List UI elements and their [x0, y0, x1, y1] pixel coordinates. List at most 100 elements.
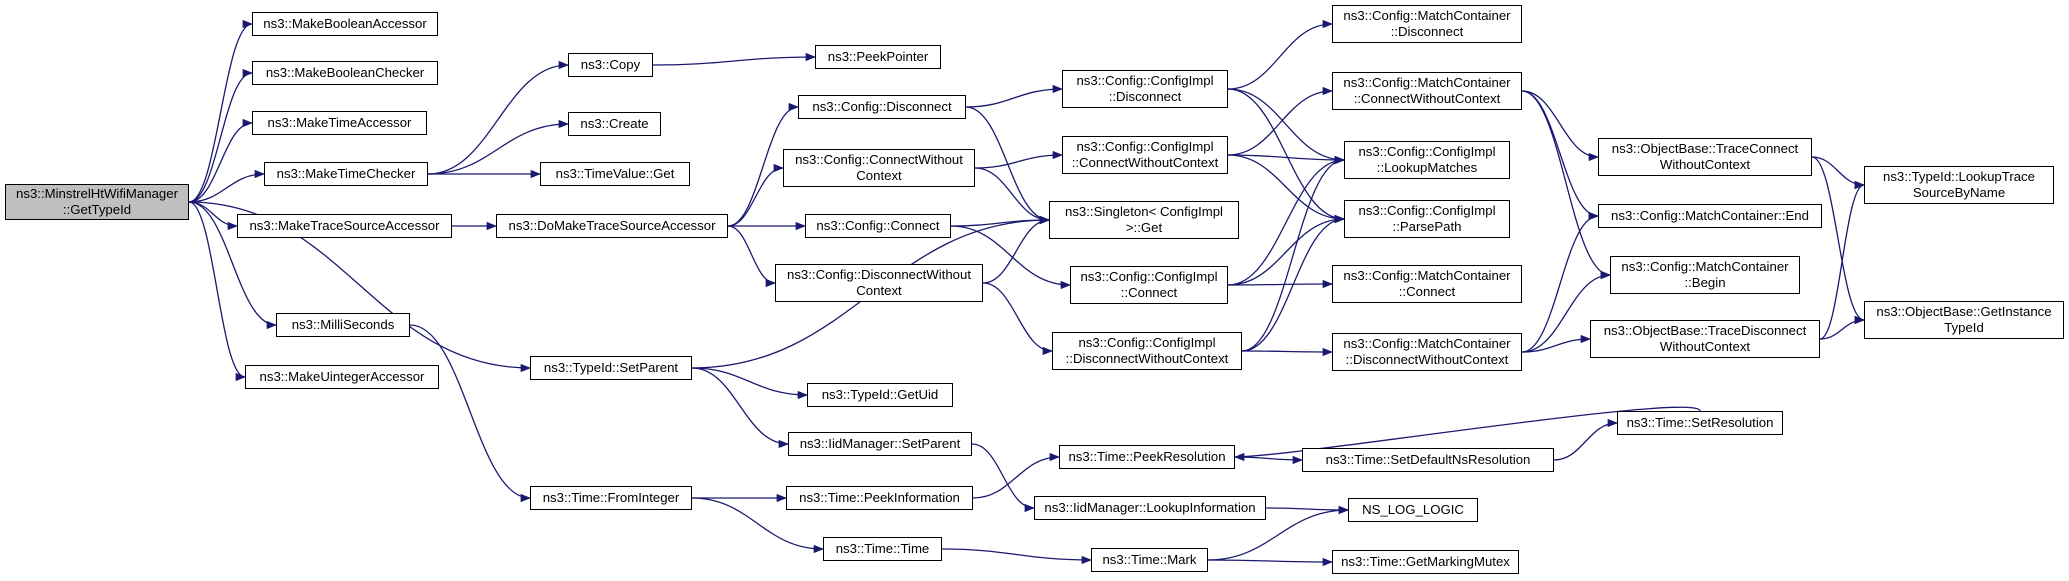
node-time-mark[interactable]: ns3::Time::Mark	[1091, 548, 1208, 572]
edge-n12-n18	[727, 225, 777, 288]
node-time-from-integer[interactable]: ns3::Time::FromInteger	[530, 486, 692, 510]
edge-n27-n36	[1241, 347, 1334, 357]
edge-n36-n42	[1521, 270, 1612, 353]
node-make-time-checker[interactable]: ns3::MakeTimeChecker	[264, 162, 428, 186]
node-match-container-end[interactable]: ns3::Config::MatchContainer::End	[1598, 204, 1822, 228]
edge-n8-n11	[652, 52, 817, 66]
edge-n15-n23	[965, 84, 1064, 108]
edge-n18-n27	[982, 282, 1054, 356]
node-match-container-connect-without-context[interactable]: ns3::Config::MatchContainer::ConnectWith…	[1332, 72, 1522, 110]
edge-n20-n29	[971, 443, 1036, 513]
node-type-id-get-uid[interactable]: ns3::TypeId::GetUid	[807, 383, 953, 407]
edge-n32-n40	[1521, 90, 1600, 162]
node-make-uinteger-accessor[interactable]: ns3::MakeUintegerAccessor	[245, 365, 439, 389]
edge-n0-n5	[188, 201, 239, 231]
node-time-value-get[interactable]: ns3::TimeValue::Get	[540, 162, 690, 186]
edge-n29-n38	[1265, 505, 1350, 515]
node-config-impl-parse-path[interactable]: ns3::Config::ConfigImpl::ParsePath	[1344, 200, 1510, 238]
node-make-boolean-checker[interactable]: ns3::MakeBooleanChecker	[252, 61, 438, 85]
node-match-container-disconnect-without-context[interactable]: ns3::Config::MatchContainer::DisconnectW…	[1332, 333, 1522, 371]
edge-n0-n4	[188, 169, 266, 203]
node-time-peek-information[interactable]: ns3::Time::PeekInformation	[786, 486, 973, 510]
node-match-container-begin[interactable]: ns3::Config::MatchContainer::Begin	[1610, 256, 1800, 294]
edge-n22-n30	[941, 548, 1093, 565]
node-make-trace-source-accessor[interactable]: ns3::MakeTraceSourceAccessor	[237, 214, 452, 238]
node-milli-seconds[interactable]: ns3::MilliSeconds	[276, 313, 410, 337]
edge-n43-n46	[1819, 315, 1866, 340]
node-config-impl-lookup-matches[interactable]: ns3::Config::ConfigImpl::LookupMatches	[1344, 141, 1510, 179]
edge-n24-n34	[1227, 154, 1346, 224]
node-singleton-config-impl-get[interactable]: ns3::Singleton< ConfigImpl >::Get	[1049, 201, 1239, 239]
edge-n26-n33	[1227, 155, 1346, 286]
edge-n0-n13	[188, 201, 532, 373]
edge-n4-n9	[427, 119, 570, 175]
node-time-set-resolution[interactable]: ns3::Time::SetResolution	[1617, 411, 1783, 435]
edge-n15-n25	[965, 106, 1051, 225]
edge-n37-n44	[1553, 418, 1619, 461]
edge-n26-n34	[1227, 214, 1346, 286]
node-create[interactable]: ns3::Create	[568, 112, 661, 136]
node-make-time-accessor[interactable]: ns3::MakeTimeAccessor	[252, 111, 427, 135]
node-time-time[interactable]: ns3::Time::Time	[823, 537, 942, 561]
node-copy[interactable]: ns3::Copy	[568, 53, 653, 77]
node-peek-pointer[interactable]: ns3::PeekPointer	[815, 45, 941, 69]
edge-n0-n7	[188, 201, 247, 382]
node-do-make-trace-source-accessor[interactable]: ns3::DoMakeTraceSourceAccessor	[496, 214, 728, 238]
node-config-disconnect[interactable]: ns3::Config::Disconnect	[798, 95, 966, 119]
edge-n18-n25	[982, 215, 1051, 284]
node-config-impl-connect-without-context[interactable]: ns3::Config::ConfigImpl::ConnectWithoutC…	[1062, 136, 1228, 174]
edge-n17-n25	[950, 215, 1051, 227]
node-iid-manager-lookup-information[interactable]: ns3::IidManager::LookupInformation	[1034, 496, 1266, 520]
edge-n40-n46	[1811, 156, 1866, 325]
edge-n12-n15	[727, 102, 800, 227]
node-iid-manager-set-parent[interactable]: ns3::IidManager::SetParent	[788, 432, 972, 456]
edge-n0-n6	[188, 201, 278, 330]
node-type-id-set-parent[interactable]: ns3::TypeId::SetParent	[530, 356, 692, 380]
edge-n23-n31	[1227, 19, 1334, 90]
edge-n23-n33	[1227, 88, 1346, 165]
edge-n12-n16	[727, 163, 785, 227]
edge-n17-n26	[950, 225, 1072, 290]
edge-n21-n28	[972, 452, 1061, 499]
edge-n23-n34	[1227, 88, 1346, 224]
node-match-container-disconnect[interactable]: ns3::Config::MatchContainer::Disconnect	[1332, 5, 1522, 43]
edge-n14-n22	[691, 497, 825, 554]
node-match-container-connect[interactable]: ns3::Config::MatchContainer::Connect	[1332, 265, 1522, 303]
edge-n24-n32	[1227, 86, 1334, 156]
edge-n0-n2	[188, 68, 254, 203]
node-config-impl-connect[interactable]: ns3::Config::ConfigImpl::Connect	[1070, 266, 1228, 304]
node-time-peek-resolution[interactable]: ns3::Time::PeekResolution	[1059, 445, 1235, 469]
edge-n28-n37	[1234, 455, 1304, 465]
node-config-impl-disconnect-without-context[interactable]: ns3::Config::ConfigImpl::DisconnectWitho…	[1052, 332, 1242, 370]
node-config-impl-disconnect[interactable]: ns3::Config::ConfigImpl::Disconnect	[1062, 70, 1228, 108]
edge-n36-n43	[1521, 334, 1592, 353]
edge-n27-n33	[1241, 155, 1346, 352]
edge-n16-n24	[974, 150, 1064, 169]
node-make-boolean-accessor[interactable]: ns3::MakeBooleanAccessor	[252, 12, 438, 36]
edge-n13-n20	[691, 367, 790, 449]
edge-n43-n45	[1819, 180, 1866, 340]
node-minstrel-get-type-id[interactable]: ns3::MinstrelHtWifiManager::GetTypeId	[5, 184, 189, 220]
node-time-get-marking-mutex[interactable]: ns3::Time::GetMarkingMutex	[1332, 550, 1519, 574]
node-time-set-default-ns-resolution[interactable]: ns3::Time::SetDefaultNsResolution	[1302, 448, 1554, 472]
node-ns-log-logic[interactable]: NS_LOG_LOGIC	[1348, 498, 1478, 522]
edge-n30-n39	[1207, 557, 1334, 567]
edge-n30-n38	[1207, 505, 1350, 561]
edge-n0-n3	[188, 118, 254, 203]
edge-n36-n41	[1521, 211, 1600, 353]
edge-n32-n41	[1521, 90, 1600, 221]
edge-n44-n28	[1233, 406, 1701, 462]
edge-n24-n33	[1227, 154, 1346, 165]
node-config-connect[interactable]: ns3::Config::Connect	[805, 214, 951, 238]
edge-n0-n1	[188, 19, 254, 203]
edge-n6-n14	[409, 324, 532, 503]
edge-n32-n42	[1521, 90, 1612, 280]
